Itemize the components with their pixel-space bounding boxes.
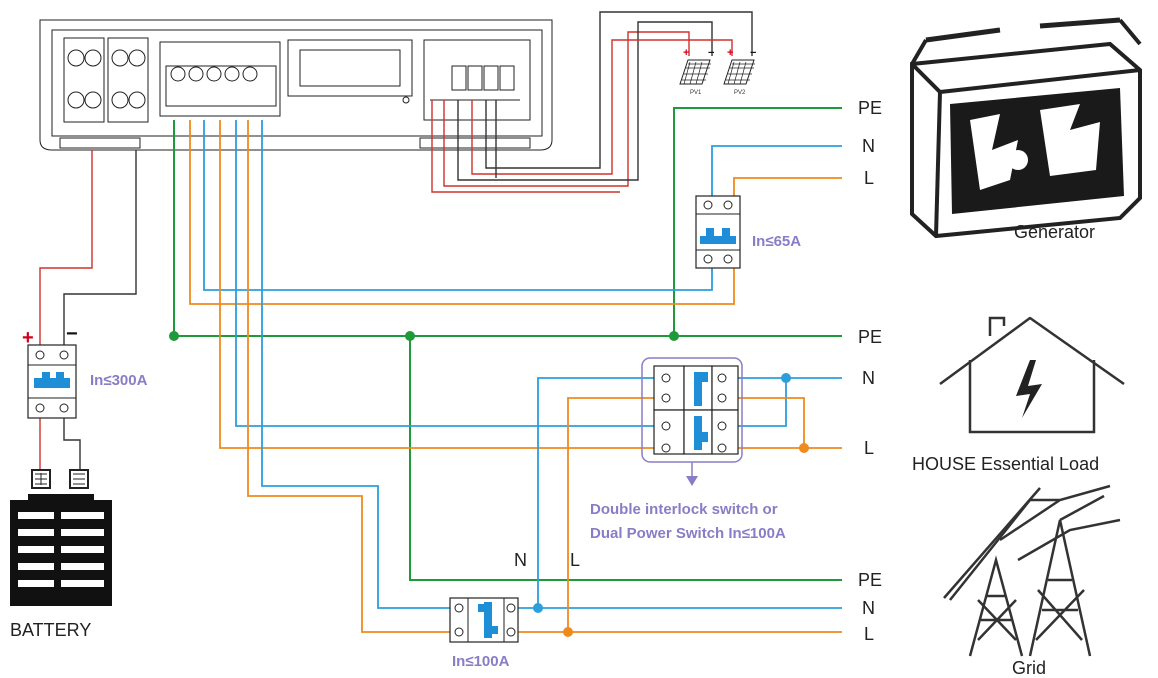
earth-junction bbox=[669, 331, 679, 341]
battery-plus-sign: + bbox=[22, 327, 34, 349]
live-junction bbox=[563, 627, 573, 637]
battery-icon bbox=[10, 469, 112, 606]
pv2-label: PV2 bbox=[734, 90, 746, 96]
grid-tower-icon bbox=[943, 484, 1121, 657]
generator-l-label: L bbox=[864, 168, 874, 188]
pv2-panel: PV2 + − bbox=[723, 47, 756, 96]
earth-wiring bbox=[169, 107, 842, 581]
generator-breaker bbox=[695, 195, 741, 269]
house-icon bbox=[939, 316, 1125, 434]
generator-pe-label: PE bbox=[858, 98, 882, 118]
grid-label: Grid bbox=[1012, 658, 1046, 678]
pv1-panel: PV1 + − bbox=[679, 47, 714, 96]
grid-feed-l-label: L bbox=[570, 550, 580, 570]
generator-wiring bbox=[189, 120, 842, 305]
grid-n-label: N bbox=[862, 598, 875, 618]
switch-rating-line2: Dual Power Switch In≤100A bbox=[590, 525, 786, 542]
battery-breaker bbox=[27, 344, 77, 419]
earth-junction bbox=[405, 331, 415, 341]
battery-wiring bbox=[39, 150, 137, 470]
generator-label: Generator bbox=[1014, 222, 1095, 242]
generator-n-label: N bbox=[862, 136, 875, 156]
pv1-label: PV1 bbox=[690, 90, 702, 96]
grid-breaker-rating: In≤100A bbox=[452, 653, 510, 670]
pv2-plus: + bbox=[727, 47, 733, 59]
battery-breaker-rating: In≤300A bbox=[90, 372, 148, 389]
generator-breaker-rating: In≤65A bbox=[752, 233, 801, 250]
neutral-junction bbox=[781, 373, 791, 383]
load-pe-label: PE bbox=[858, 327, 882, 347]
earth-junction bbox=[169, 331, 179, 341]
inverter bbox=[39, 19, 553, 151]
battery-label: BATTERY bbox=[10, 620, 91, 640]
pv1-minus: − bbox=[708, 47, 714, 59]
interlock-switch bbox=[641, 357, 743, 486]
neutral-junction bbox=[533, 603, 543, 613]
house-label: HOUSE Essential Load bbox=[912, 454, 1099, 474]
live-junction bbox=[799, 443, 809, 453]
switch-rating-line1: Double interlock switch or bbox=[590, 501, 778, 518]
lightning-icon bbox=[1016, 360, 1042, 418]
load-l-label: L bbox=[864, 438, 874, 458]
generator-icon bbox=[910, 17, 1142, 239]
pv1-plus: + bbox=[683, 47, 689, 59]
battery-minus-sign: − bbox=[66, 323, 78, 345]
grid-pe-label: PE bbox=[858, 570, 882, 590]
grid-breaker bbox=[449, 597, 519, 643]
grid-l-label: L bbox=[864, 624, 874, 644]
grid-wiring bbox=[247, 120, 842, 637]
grid-feed-n-label: N bbox=[514, 550, 527, 570]
pv-wiring bbox=[431, 11, 753, 193]
pv2-minus: − bbox=[750, 47, 756, 59]
load-n-label: N bbox=[862, 368, 875, 388]
load-wiring bbox=[219, 120, 842, 453]
